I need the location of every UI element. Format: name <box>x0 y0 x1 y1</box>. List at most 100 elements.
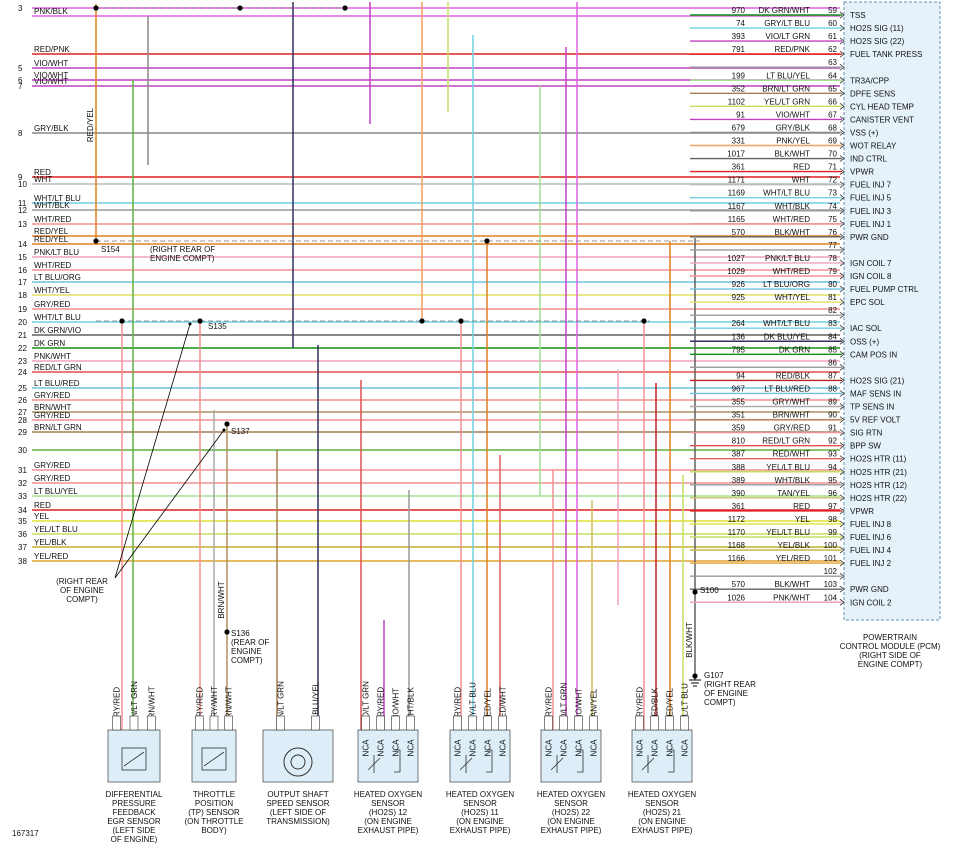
gear-icon <box>290 754 306 770</box>
pcm-pin-number: 78 <box>828 254 837 263</box>
pcm-circuit-number: 94 <box>736 371 745 380</box>
pcm-color-code: BRN/WHT <box>773 411 810 420</box>
sensor-body <box>357 729 419 783</box>
left-wire-label: VIO/WHT <box>34 71 68 80</box>
left-wire-label: GRY/RED <box>34 411 71 420</box>
left-pin-number: 19 <box>18 305 27 314</box>
pcm-pin-function: BPP SW <box>850 442 881 451</box>
pcm-color-code: WHT/BLK <box>774 202 810 211</box>
pcm-circuit-number: 264 <box>732 319 746 328</box>
splice-location: COMPT) <box>704 698 736 707</box>
pcm-pin-function: HO2S HTR (11) <box>850 455 907 464</box>
sensor-name: OUTPUT SHAFT <box>267 790 328 799</box>
pcm-circuit-number: 679 <box>732 123 746 132</box>
pin-chevron <box>839 572 845 580</box>
pin-chevron <box>839 455 845 463</box>
left-wire-label: LT BLU/YEL <box>34 487 78 496</box>
pin-chevron <box>839 311 845 319</box>
pcm-circuit-number: 1026 <box>727 593 745 602</box>
pin-chevron <box>839 377 845 384</box>
pcm-box <box>843 1 941 621</box>
sensor-wire-label: TAN/YEL <box>590 688 599 721</box>
sensor-wire-label: GRY/RED <box>545 687 554 724</box>
sensor-name: PRESSURE <box>112 799 156 808</box>
sensor-pin-cavity <box>559 715 568 731</box>
pcm-pin-number: 75 <box>828 215 837 224</box>
pcm-caption: ENGINE COMPT) <box>858 660 923 669</box>
pcm-circuit-number: 1017 <box>727 150 745 159</box>
pcm-pin-function: 5V REF VOLT <box>850 416 901 425</box>
left-wire-label: WHT <box>34 175 52 184</box>
splice-dot <box>458 318 464 324</box>
pcm-circuit-number: 393 <box>732 32 746 41</box>
pcm-pin-function: HO2S SIG (21) <box>850 376 905 385</box>
sensor-name: DIFFERENTIAL <box>106 790 163 799</box>
sensor-wire-label: WHT/BLK <box>407 687 416 723</box>
splice-location: (RIGHT REAR <box>704 680 756 689</box>
pin-chevron <box>839 168 845 175</box>
pcm-caption: CONTROL MODULE (PCM) <box>840 642 941 651</box>
pin-chevron <box>839 559 845 567</box>
sensor-wire-label: BRN/LT GRN <box>130 681 139 729</box>
sensor-wire-label: GRY/RED <box>636 687 645 724</box>
sensor-pin-cavity <box>453 715 462 731</box>
sensor-pin-cavity <box>680 715 689 731</box>
sensor-name: (ON ENGINE <box>364 817 412 826</box>
sensor-body <box>191 729 237 783</box>
resistor-icon <box>641 755 655 773</box>
pcm-pin-function: VSS (+) <box>850 128 879 137</box>
pcm-pin-number: 98 <box>828 515 837 524</box>
pcm-pin-function: HO2S HTR (12) <box>850 481 907 490</box>
pin-chevron <box>839 285 845 293</box>
sensor-name: HEATED OXYGEN <box>446 790 515 799</box>
pcm-pin-number: 85 <box>828 345 837 354</box>
pin-chevron <box>839 50 845 58</box>
sensor-name: (ON ENGINE <box>456 817 504 826</box>
left-pin-number: 12 <box>18 206 27 215</box>
left-pin-number: 14 <box>18 240 27 249</box>
sensor-wire-label: VIO/WHT <box>575 688 584 722</box>
sensor-name: EGR SENSOR <box>107 817 161 826</box>
sensor-pin-cavity <box>112 715 121 731</box>
pcm-pin-number: 64 <box>828 71 837 80</box>
speed-sensor-icon <box>283 747 313 777</box>
sensor-name: TRANSMISSION) <box>266 817 330 826</box>
pcm-circuit-number: 199 <box>732 71 746 80</box>
left-pin-number: 13 <box>18 220 27 229</box>
pcm-color-code: YEL/BLK <box>778 541 811 550</box>
sensor-name: (TP) SENSOR <box>188 808 240 817</box>
pcm-caption: POWERTRAIN <box>863 633 917 642</box>
pcm-pin-number: 81 <box>828 293 837 302</box>
sensor-pin-cavity <box>147 715 156 731</box>
pcm-circuit-number: 970 <box>732 6 746 15</box>
pcm-color-code: BLK/WHT <box>774 580 810 589</box>
pcm-pin-number: 73 <box>828 189 837 198</box>
pcm-color-code: WHT/RED <box>773 215 811 224</box>
pcm-pin-number: 77 <box>828 241 837 250</box>
pcm-circuit-number: 1171 <box>728 176 746 185</box>
pcm-pin-number: 95 <box>828 476 837 485</box>
pcm-color-code: DK GRN/WHT <box>758 6 810 15</box>
left-pin-number: 11 <box>18 199 27 208</box>
left-pin-number: 21 <box>18 331 27 340</box>
sensor-nca-label: NCA <box>545 739 554 757</box>
pcm-circuit-number: 1027 <box>727 254 745 263</box>
pcm-color-code: PNK/LT BLU <box>765 254 810 263</box>
pin-chevron <box>839 429 845 436</box>
pcm-pin-number: 86 <box>828 358 837 367</box>
pin-chevron <box>839 585 845 593</box>
sensor-2: 2GRY/RED1GRY/WHT3BRN/WHTTHROTTLEPOSITION… <box>185 686 244 835</box>
potentiometer-icon <box>121 747 147 771</box>
pcm-pin-function: SIG RTN <box>850 429 883 438</box>
pcm-color-code: RED/LT GRN <box>762 437 810 446</box>
splice-location: (REAR OF <box>231 638 269 647</box>
pin-chevron <box>839 76 845 84</box>
sensor-name: HEATED OXYGEN <box>628 790 697 799</box>
sensor-name: SENSOR <box>463 799 497 808</box>
pin-chevron <box>839 116 845 123</box>
sensor-pin-cavity <box>650 715 659 731</box>
pcm-circuit-number: 1165 <box>728 215 746 224</box>
pcm-pin-function: FUEL INJ 8 <box>850 520 892 529</box>
pcm-pin-function: TR3A/CPP <box>850 76 889 85</box>
left-wire-label: RED/YEL <box>34 235 69 244</box>
